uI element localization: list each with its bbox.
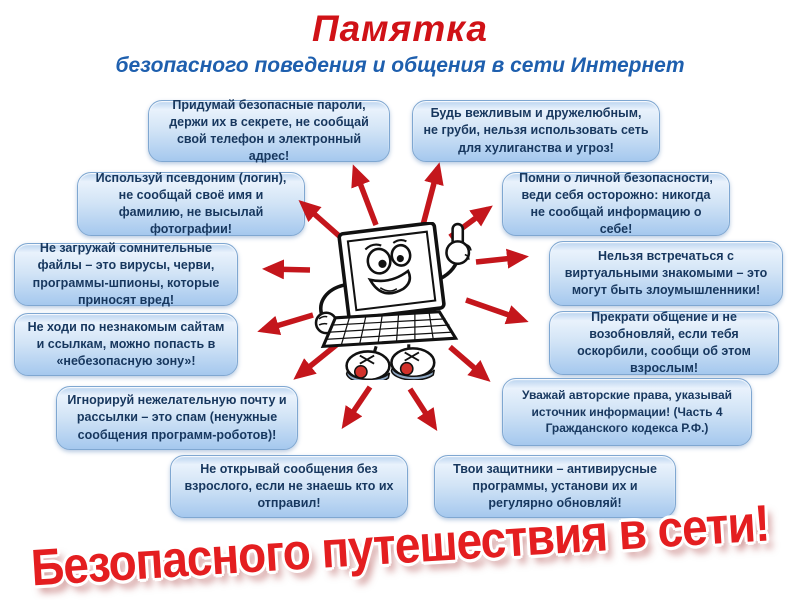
tip-text: Не загружай сомнительные файлы – это вир… (32, 241, 220, 307)
tip-box: Используй псевдоним (логин), не сообщай … (77, 170, 305, 237)
tip-box: Нельзя встречаться с виртуальными знаком… (549, 241, 783, 306)
tip-text: Нельзя встречаться с виртуальными знаком… (564, 248, 768, 298)
page-title: Памятка (311, 8, 489, 49)
tip-box: Не ходи по незнакомым сайтам и ссылкам, … (14, 313, 238, 376)
tip-box: Не загружай сомнительные файлы – это вир… (14, 241, 238, 307)
arrow (448, 344, 491, 382)
tip-text: Уважай авторские права, указывай источни… (521, 388, 733, 436)
tip-box: Твои защитники – антивирусные программы,… (434, 455, 676, 518)
tip-box: Уважай авторские права, указывай источни… (502, 378, 752, 446)
page-subtitle: безопасного поведения и общения в сети И… (115, 54, 685, 77)
arrow (351, 164, 379, 226)
tip-box: Помни о личной безопасности, веди себя о… (502, 170, 730, 237)
tip-text: Будь вежливым и дружелюбным, не груби, н… (423, 106, 649, 155)
arrow (465, 297, 529, 325)
tip-text: Не открывай сообщения без взрослого, есл… (184, 461, 394, 511)
arrow (262, 259, 311, 280)
tip-box: Придумай безопасные пароли, держи их в с… (148, 98, 390, 163)
tip-text: Используй псевдоним (логин), не сообщай … (95, 170, 287, 237)
arrow (341, 385, 373, 429)
arrow (293, 339, 342, 380)
tip-text: Придумай безопасные пароли, держи их в с… (169, 97, 369, 164)
arrow (420, 162, 444, 226)
tip-text: Твои защитники – антивирусные программы,… (453, 461, 657, 511)
arrow (257, 312, 314, 335)
tip-text: Игнорируй нежелательную почту и рассылки… (67, 393, 287, 442)
tip-text: Прекрати общение и не возобновляй, если … (577, 309, 751, 376)
laptop-mascot-icon (314, 222, 472, 380)
arrow (475, 248, 529, 269)
tip-text: Помни о личной безопасности, веди себя о… (519, 170, 713, 237)
tip-box: Будь вежливым и дружелюбным, не груби, н… (412, 100, 660, 162)
tip-box: Не открывай сообщения без взрослого, есл… (170, 455, 408, 518)
tip-box: Игнорируй нежелательную почту и рассылки… (56, 386, 298, 450)
arrow (407, 387, 438, 432)
tip-text: Не ходи по незнакомым сайтам и ссылкам, … (27, 319, 225, 369)
tip-box: Прекрати общение и не возобновляй, если … (549, 309, 779, 376)
